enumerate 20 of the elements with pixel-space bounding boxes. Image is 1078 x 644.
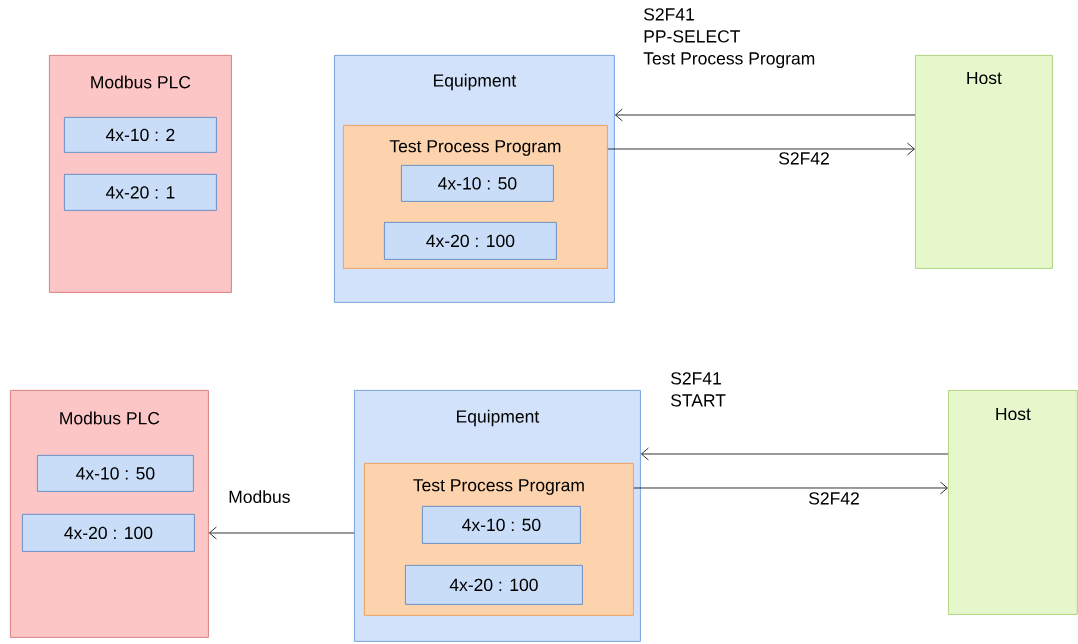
edge-label: S2F41 PP-SELECT Test Process Program	[643, 8, 815, 69]
register-box: 4x-10 : 2	[64, 117, 217, 153]
register-box: 4x-10 : 50	[422, 506, 581, 544]
register-box: 4x-20 : 100	[384, 222, 557, 260]
register-box: 4x-20 : 100	[405, 565, 583, 605]
register-box: 4x-10 : 50	[37, 455, 194, 492]
host-box: Host	[915, 55, 1053, 269]
arrow	[209, 526, 355, 540]
register-box: 4x-20 : 100	[22, 514, 195, 552]
edge-label: S2F41 START	[671, 372, 726, 407]
edge-label: Modbus	[229, 490, 290, 504]
arrow	[615, 108, 916, 122]
arrow	[633, 481, 948, 495]
register-box: 4x-20 : 1	[64, 174, 217, 211]
edge-label: S2F42	[779, 152, 829, 165]
register-box: 4x-10 : 50	[401, 165, 554, 202]
edge-label: S2F42	[809, 492, 859, 505]
arrow	[641, 447, 949, 461]
host-box: Host	[948, 390, 1078, 615]
arrow	[607, 142, 915, 156]
